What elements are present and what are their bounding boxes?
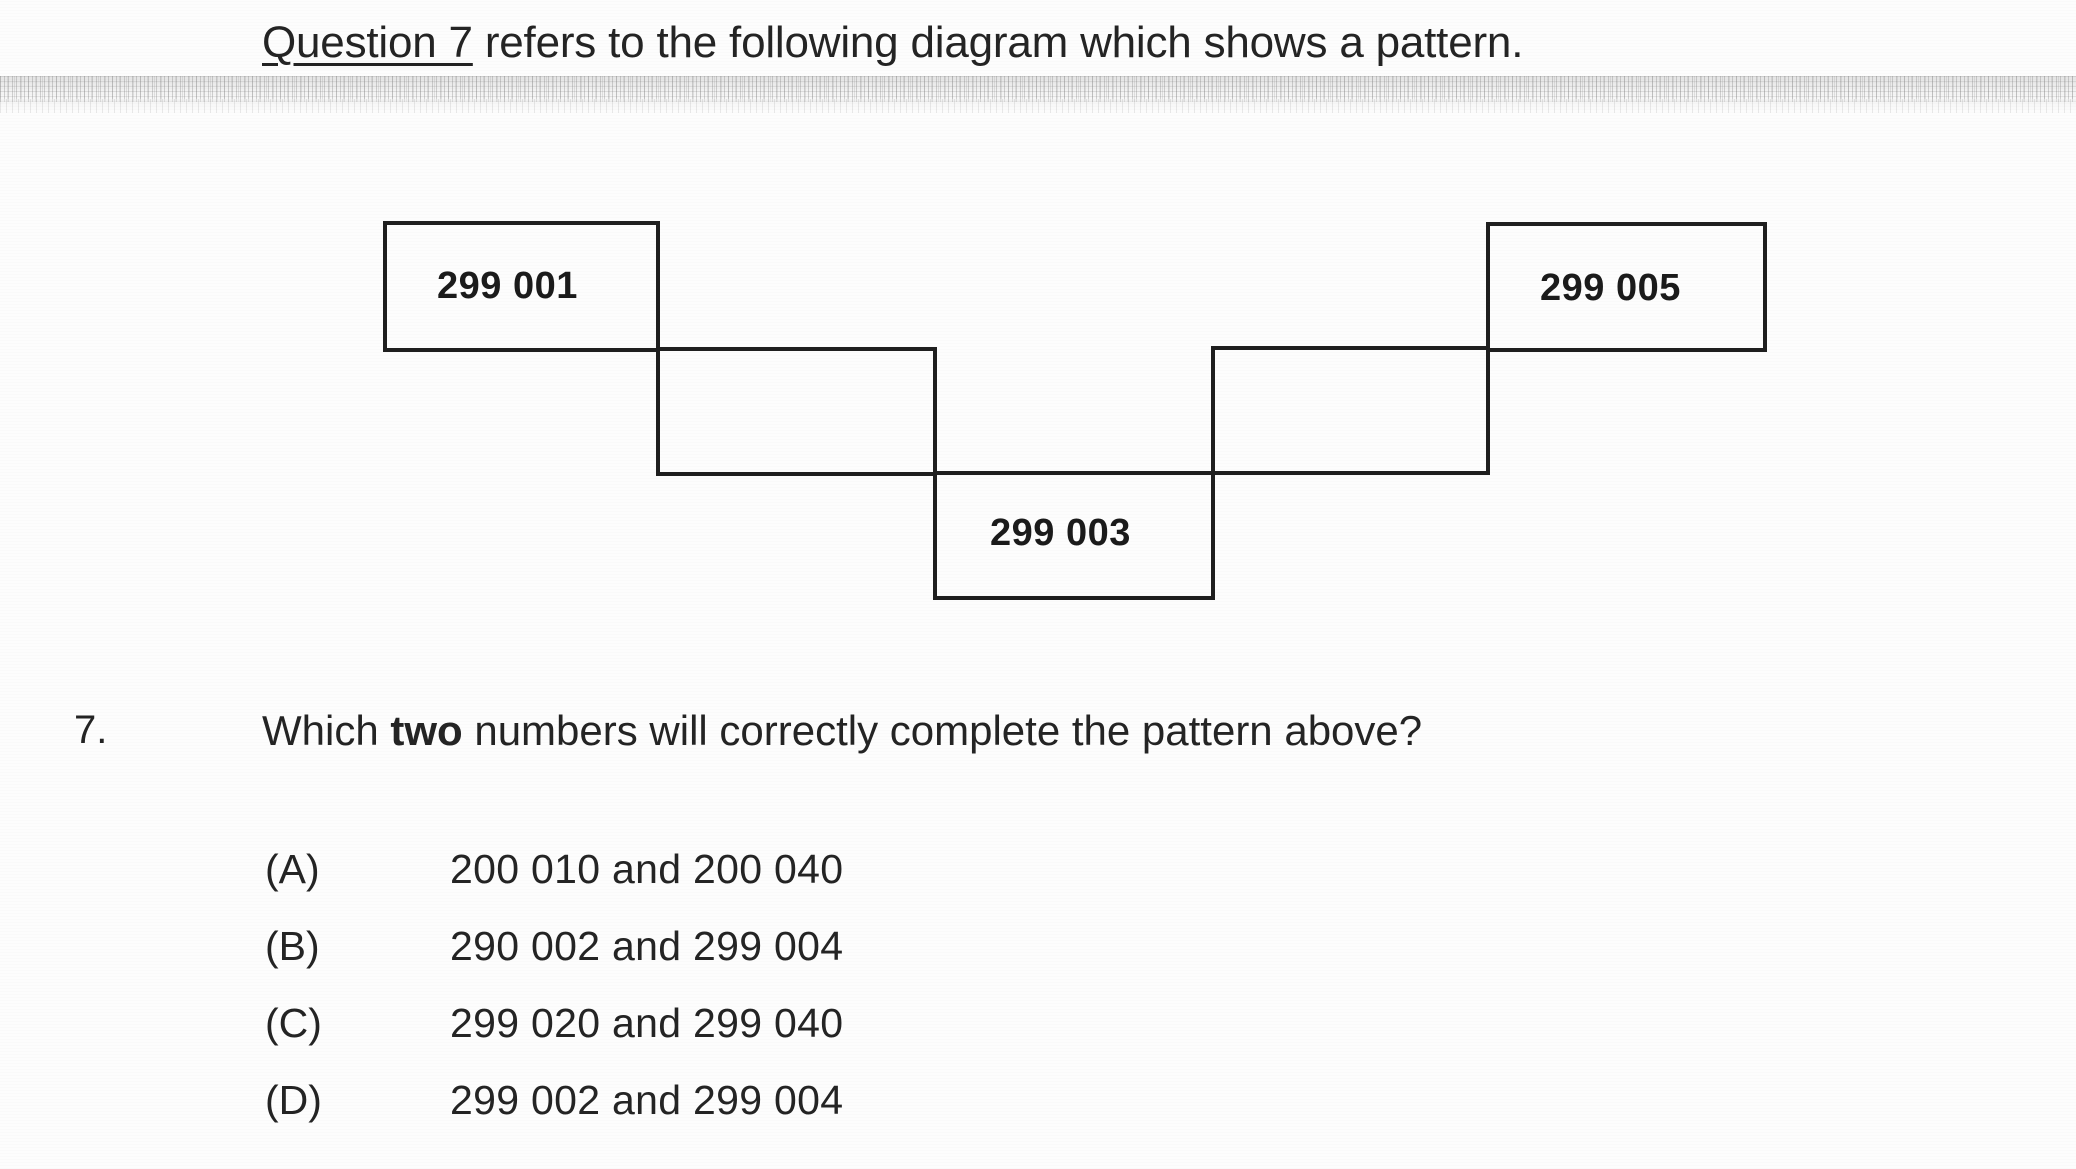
option-row-c[interactable]: (C) 299 020 and 299 040 [0,1000,2076,1077]
question-reference-header: Question 7 refers to the following diagr… [262,14,1523,72]
question-stem: Which two numbers will correctly complet… [262,704,1422,758]
pattern-box-2 [656,347,937,476]
answer-options-list: (A) 200 010 and 200 040 (B) 290 002 and … [0,846,2076,1154]
pattern-box-5 [1486,222,1767,352]
question-reference-underlined: Question 7 [262,18,473,67]
option-row-d[interactable]: (D) 299 002 and 299 004 [0,1077,2076,1154]
option-letter-b: (B) [265,923,320,969]
diagram-box-group [383,221,1767,600]
question-reference-rest: refers to the following diagram which sh… [472,18,1524,67]
option-row-a[interactable]: (A) 200 010 and 200 040 [0,846,2076,923]
scan-noise-band-fade [0,99,2076,113]
box-label-1: 299 001 [437,265,578,307]
option-letter-a: (A) [265,846,320,892]
pattern-box-3 [933,471,1215,600]
question-stem-part-2: numbers will correctly complete the patt… [462,707,1423,754]
option-value-c: 299 020 and 299 040 [450,1000,844,1046]
question-number: 7. [74,708,108,752]
option-value-d: 299 002 and 299 004 [450,1077,844,1123]
option-letter-d: (D) [265,1077,322,1123]
question-stem-part-1: Which [262,707,391,754]
scan-noise-band [0,76,2076,102]
option-value-a: 200 010 and 200 040 [450,846,844,892]
pattern-box-4 [1211,346,1490,475]
option-value-b: 290 002 and 299 004 [450,923,844,969]
pattern-box-1 [383,221,660,352]
option-letter-c: (C) [265,1000,322,1046]
box-label-5: 299 005 [1540,267,1681,309]
question-row: 7. Which two numbers will correctly comp… [0,700,2076,780]
option-row-b[interactable]: (B) 290 002 and 299 004 [0,923,2076,1000]
question-stem-emphasis: two [390,707,463,754]
box-label-3: 299 003 [990,512,1131,554]
